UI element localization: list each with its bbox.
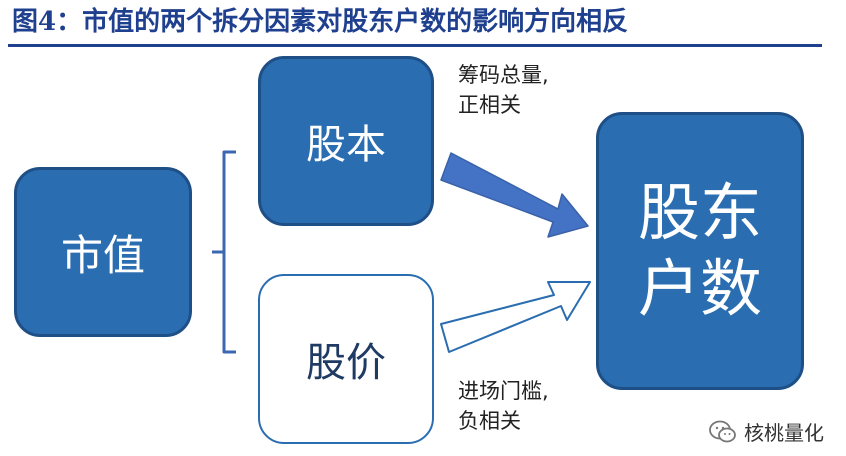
shareholder-count-label: 股东户数 [637,176,762,325]
split-bracket [212,150,236,354]
market-cap-label: 市值 [60,230,145,280]
share-price-node: 股价 [258,274,434,444]
positive-arrow [440,152,589,238]
share-capital-node: 股本 [258,56,434,226]
market-cap-node: 市值 [14,167,192,337]
positive-relation-note: 筹码总量, 正相关 [458,63,549,117]
watermark-text: 核桃量化 [744,421,824,445]
share-capital-label: 股本 [306,122,386,168]
watermark: 核桃量化 [708,417,824,446]
title-underline [8,44,822,47]
negative-relation-note: 进场门槛, 负相关 [458,379,549,433]
figure-title: 图4：市值的两个拆分因素对股东户数的影响方向相反 [12,7,629,37]
shareholder-count-node: 股东户数 [596,112,804,390]
wechat-icon [709,420,736,442]
negative-arrow [440,281,591,353]
share-price-label: 股价 [306,340,386,386]
